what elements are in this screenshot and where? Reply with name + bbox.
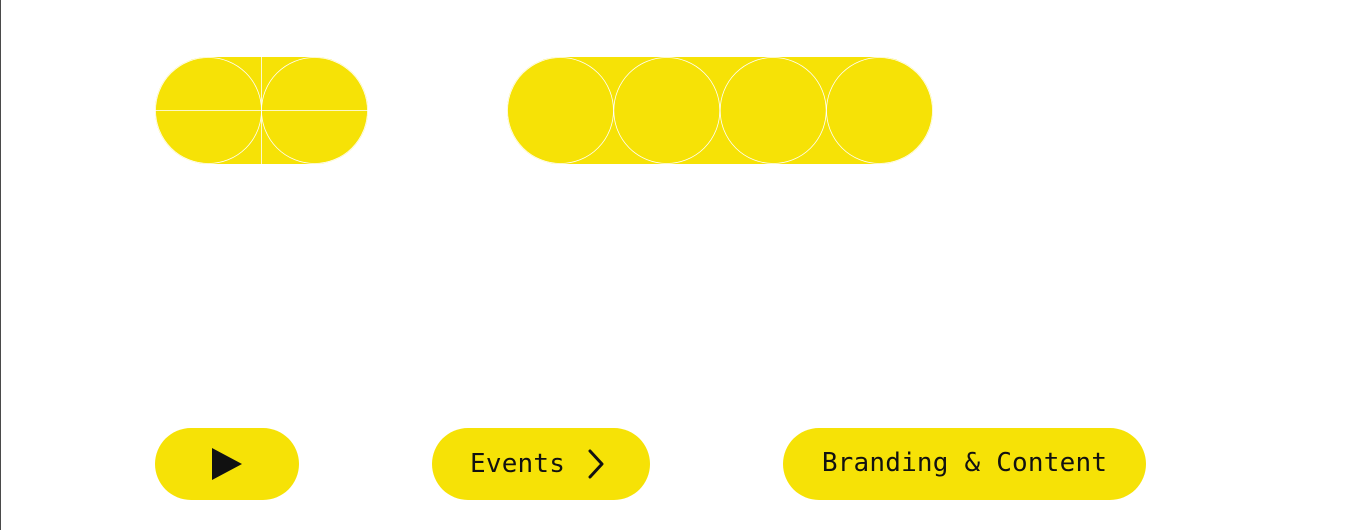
events-button-label: Events (470, 449, 566, 479)
play-button[interactable] (155, 428, 299, 500)
pill-construction-large (507, 57, 933, 164)
branding-content-button-label: Branding & Content (821, 447, 1108, 478)
events-button[interactable]: Events (432, 428, 650, 500)
left-edge-divider (0, 0, 1, 530)
play-icon (212, 448, 242, 480)
chevron-right-icon (587, 449, 605, 479)
pill-construction-small (155, 57, 368, 164)
branding-content-button[interactable]: Branding & Content (783, 428, 1146, 500)
